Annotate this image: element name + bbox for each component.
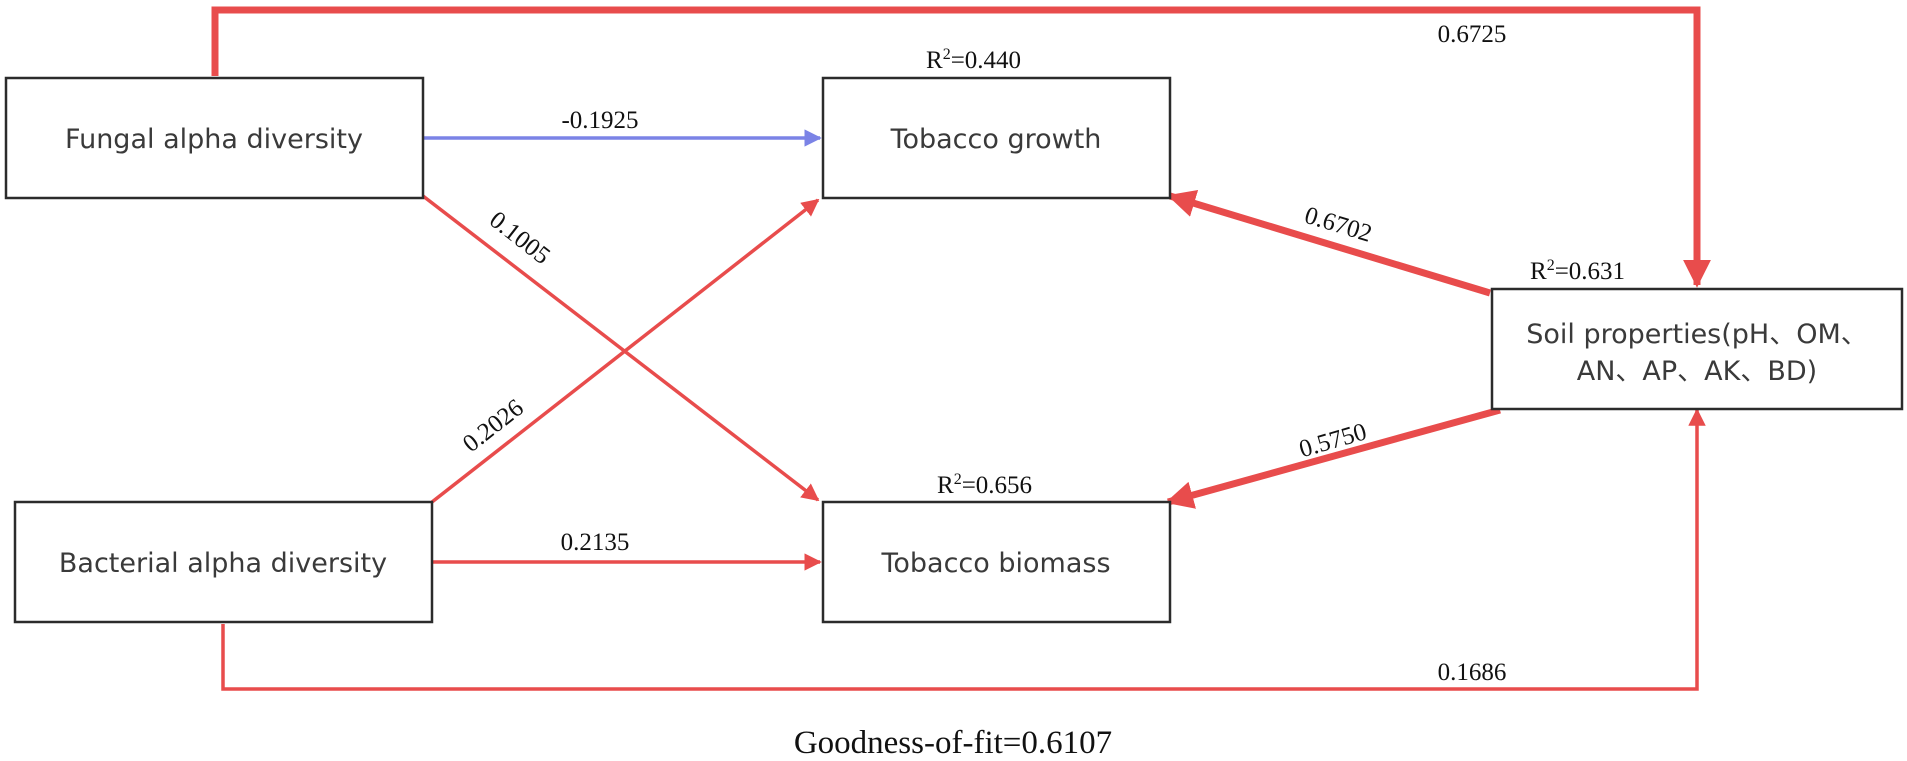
r2-soil-properties: R2=0.631 <box>1530 257 1625 285</box>
coef-fungal-to-biomass: 0.1005 <box>484 206 555 270</box>
r2-superscript: 2 <box>954 471 962 488</box>
coef-fungal-to-growth: -0.1925 <box>561 107 638 134</box>
node-tobacco-biomass: Tobacco biomass <box>821 500 1172 624</box>
coef-bacterial-to-biomass: 0.2135 <box>561 529 630 556</box>
r2-prefix: R <box>937 472 954 499</box>
path-bacterial-to-growth <box>430 198 820 504</box>
path-bacterial-to-soil <box>221 408 1706 691</box>
node-soil-properties: Soil properties(pH、OM、 AN、AP、AK、BD) <box>1490 287 1904 411</box>
node-label: Fungal alpha diversity <box>65 124 363 155</box>
coef-bacterial-to-soil: 0.1686 <box>1438 659 1507 686</box>
path-soil-to-growth <box>1167 189 1492 297</box>
r2-prefix: R <box>1530 258 1547 285</box>
node-label-line1: Soil properties(pH、OM、 <box>1526 319 1868 350</box>
node-label-line2: AN、AP、AK、BD) <box>1577 356 1817 387</box>
r2-tobacco-biomass: R2=0.656 <box>937 471 1032 499</box>
coef-fungal-to-soil: 0.6725 <box>1438 21 1507 48</box>
r2-value: =0.656 <box>962 472 1032 499</box>
goodness-of-fit: Goodness-of-fit=0.6107 <box>794 725 1112 761</box>
node-bacterial-alpha-diversity: Bacterial alpha diversity <box>13 500 434 624</box>
r2-tobacco-growth: R2=0.440 <box>926 46 1021 74</box>
coef-bacterial-to-growth: 0.2026 <box>458 394 529 458</box>
path-soil-to-biomass <box>1165 406 1501 509</box>
r2-value: =0.440 <box>951 47 1021 74</box>
r2-superscript: 2 <box>1547 257 1555 274</box>
node-tobacco-growth: Tobacco growth <box>821 76 1172 200</box>
path-fungal-to-biomass <box>421 194 820 502</box>
node-label: Tobacco growth <box>890 124 1102 155</box>
path-fungal-to-soil <box>211 6 1711 288</box>
r2-prefix: R <box>926 47 943 74</box>
r2-value: =0.631 <box>1555 258 1625 285</box>
node-label: Tobacco biomass <box>880 548 1110 579</box>
r2-superscript: 2 <box>943 46 951 63</box>
node-label: Bacterial alpha diversity <box>59 548 387 579</box>
node-fungal-alpha-diversity: Fungal alpha diversity <box>4 76 425 200</box>
